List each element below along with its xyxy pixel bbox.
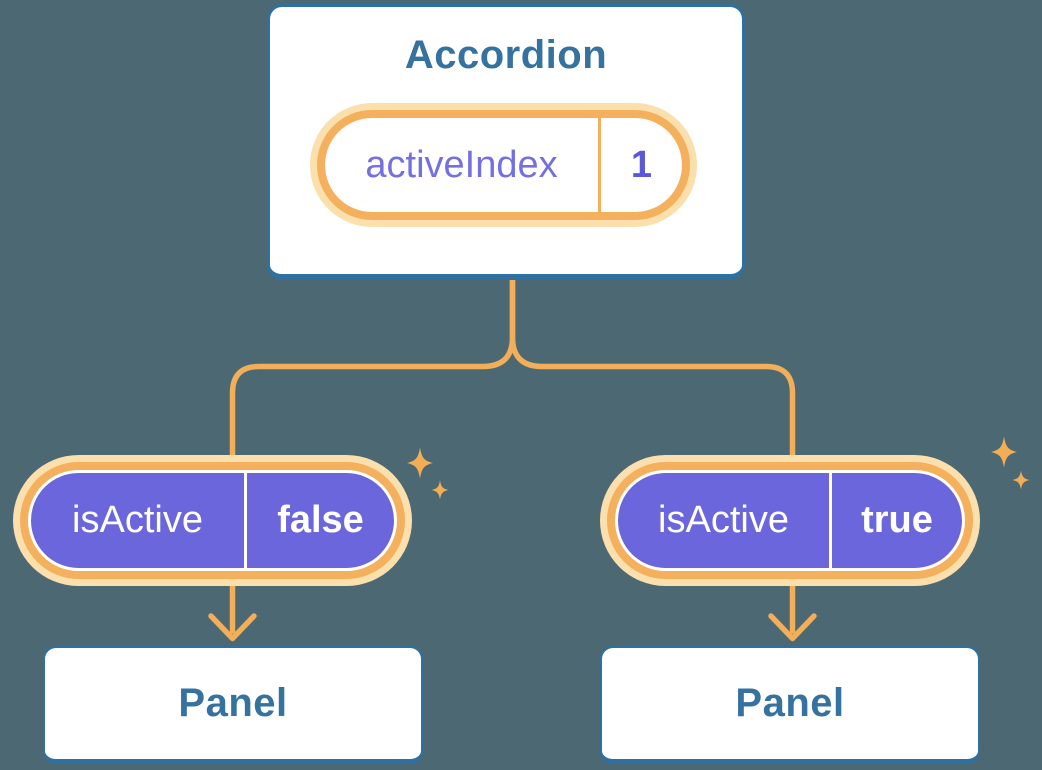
- sparkle-icon: [431, 480, 449, 500]
- arrow-down-icon: [208, 613, 257, 642]
- prop-label: isActive: [658, 499, 789, 541]
- prop-pill-ring: isActive false: [20, 462, 405, 579]
- panel-component-box-left: Panel: [43, 646, 423, 764]
- panel-component-box-right: Panel: [600, 646, 980, 764]
- sparkle-icon: [991, 436, 1017, 468]
- arrow-down-icon: [768, 613, 817, 642]
- accordion-title: Accordion: [404, 33, 608, 77]
- sparkle-icon: [1012, 470, 1030, 490]
- prop-value: true: [861, 499, 933, 541]
- state-value: 1: [630, 143, 653, 186]
- sparkle-icon: [407, 447, 433, 479]
- state-pill-activeindex: activeIndex 1: [310, 103, 697, 227]
- panel-title: Panel: [178, 681, 288, 725]
- panel-title: Panel: [735, 681, 845, 725]
- pill-divider: [598, 118, 601, 212]
- prop-pill-ring: isActive true: [607, 462, 973, 579]
- state-pill-body: activeIndex 1: [325, 118, 682, 212]
- state-pill-ring: activeIndex 1: [317, 110, 690, 220]
- prop-value: false: [277, 499, 364, 541]
- prop-pill-body: isActive false: [28, 470, 397, 571]
- pill-divider: [244, 473, 247, 568]
- prop-label: isActive: [72, 499, 203, 541]
- prop-pill-isactive-right: isActive true: [600, 455, 980, 586]
- pill-divider: [829, 473, 832, 568]
- prop-pill-isactive-left: isActive false: [13, 455, 412, 586]
- prop-pill-body: isActive true: [615, 470, 965, 571]
- state-label: activeIndex: [365, 143, 558, 186]
